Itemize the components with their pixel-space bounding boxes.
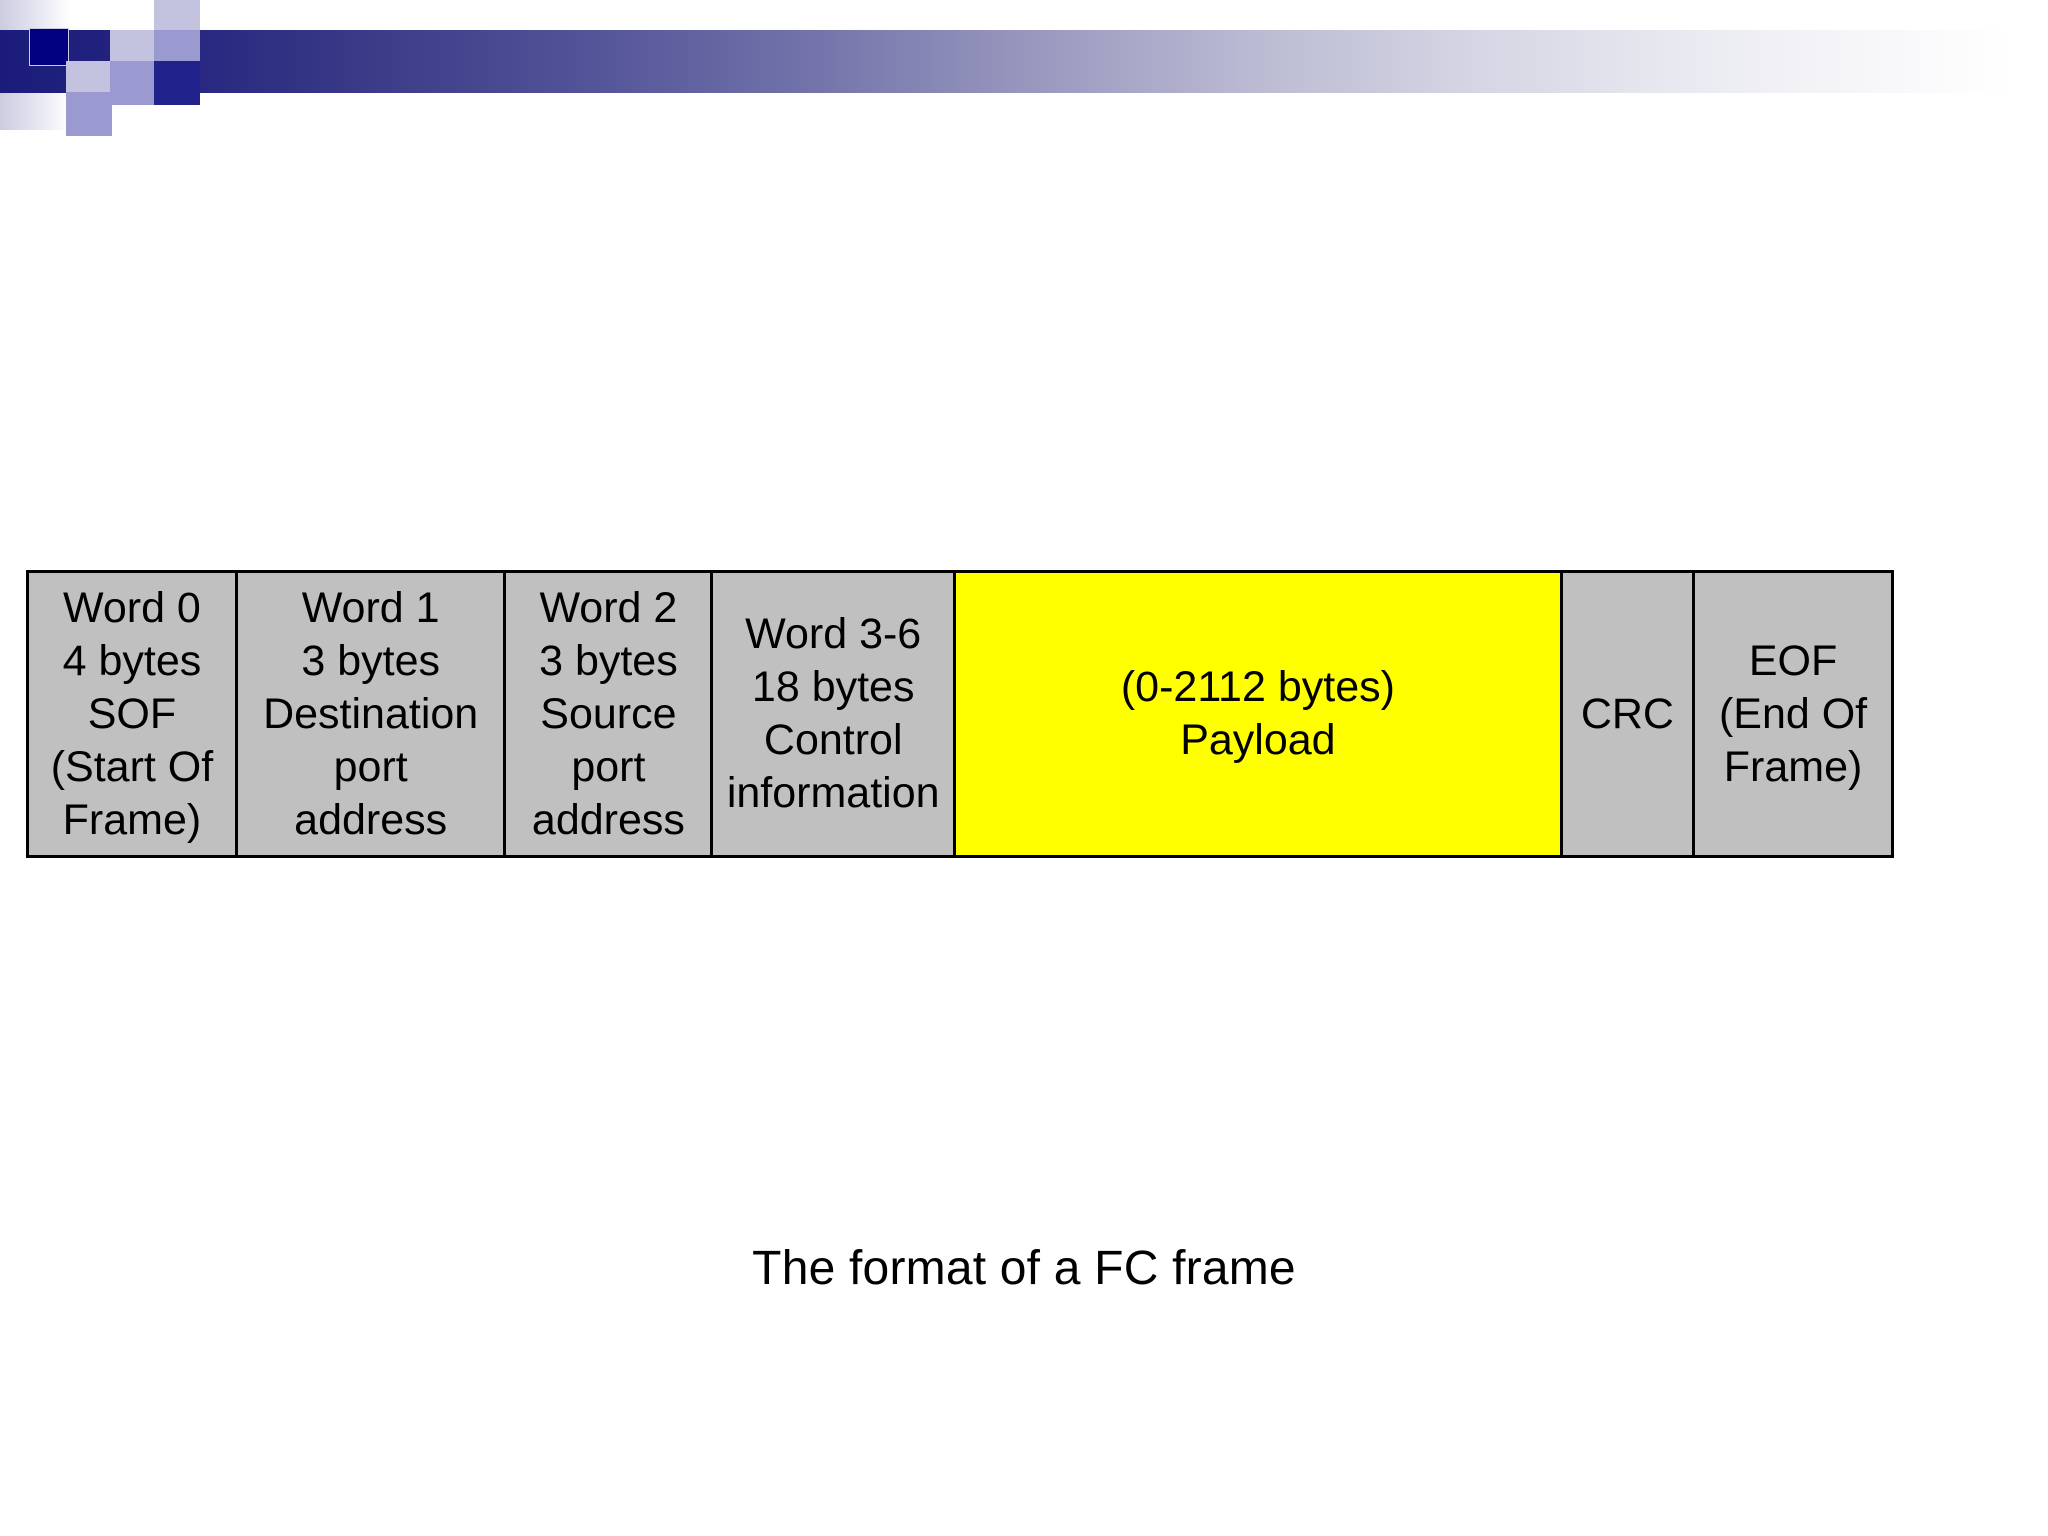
banner-gradient-bar xyxy=(0,30,2010,93)
banner-square-darkblue xyxy=(154,61,200,105)
frame-cell-sof: Word 0 4 bytes SOF (Start Of Frame) xyxy=(29,573,238,855)
decorative-header-banner xyxy=(0,0,2048,136)
banner-square-navy xyxy=(29,28,69,66)
cell-text: Word 1 xyxy=(301,583,440,632)
cell-text: Payload xyxy=(1180,716,1336,764)
cell-text: address xyxy=(531,795,685,844)
cell-text: 18 bytes xyxy=(751,663,915,711)
diagram-caption: The format of a FC frame xyxy=(752,1242,1296,1295)
banner-square-periwinkle-b xyxy=(110,61,156,105)
cell-text: information xyxy=(726,769,940,817)
cell-text: 4 bytes xyxy=(62,636,202,685)
cell-text: Frame) xyxy=(1723,742,1863,791)
cell-text: port xyxy=(571,742,646,791)
fc-frame-diagram: Word 0 4 bytes SOF (Start Of Frame) Word… xyxy=(26,570,1894,858)
cell-text: (Start Of xyxy=(50,742,214,791)
cell-text: Source xyxy=(540,689,677,738)
cell-text: EOF xyxy=(1748,636,1838,685)
cell-text: (0-2112 bytes) xyxy=(1120,663,1395,711)
cell-text: Destination xyxy=(263,689,479,738)
cell-text: address xyxy=(294,795,448,844)
frame-cell-control-information: Word 3-6 18 bytes Control information xyxy=(713,573,957,855)
frame-cell-payload: (0-2112 bytes) Payload xyxy=(956,573,1563,855)
cell-text: SOF xyxy=(87,689,177,738)
cell-text: Frame) xyxy=(62,795,202,844)
cell-text: 3 bytes xyxy=(539,636,678,685)
cell-text: port xyxy=(333,742,408,791)
cell-text: (End Of xyxy=(1718,689,1868,738)
banner-square-periwinkle-c xyxy=(66,92,112,136)
cell-text: Control xyxy=(763,716,903,764)
frame-cell-destination-port-address: Word 1 3 bytes Destination port address xyxy=(237,573,507,855)
frame-cell-eof: EOF (End Of Frame) xyxy=(1695,573,1892,855)
cell-text: Word 0 xyxy=(63,583,201,632)
frame-cell-source-port-address: Word 2 3 bytes Source port address xyxy=(506,573,714,855)
cell-text: Word 3-6 xyxy=(745,610,922,658)
cell-text: CRC xyxy=(1580,689,1674,738)
cell-text: 3 bytes xyxy=(301,636,440,685)
frame-cell-crc: CRC xyxy=(1562,573,1696,855)
cell-text: Word 2 xyxy=(539,583,678,632)
